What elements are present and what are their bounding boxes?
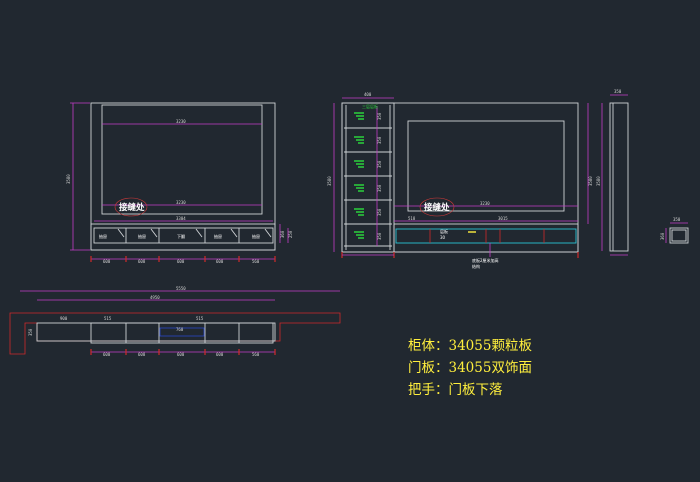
profile-dim-top-label: 350 [614,89,622,94]
plan-dim-seg: 608 [138,352,146,357]
front-drawer-label: 抽屉 [99,233,107,239]
front-dim-ticks [90,256,276,262]
front-dim-width-mid-label: 3230 [176,200,186,205]
front-drawer-label: 抽屉 [214,233,222,239]
front-dim-seg: 560 [252,259,260,264]
front-dim-right-label: 360 [280,230,285,238]
side-base [393,223,579,253]
side-shelf-dim: 350 [377,184,382,192]
side-shelf-dim: 350 [377,208,382,216]
side-seam-callout: 接缝处 [424,202,450,213]
plan-center-box [159,327,205,337]
plan-dim-top-seg: 515 [104,316,112,321]
tiny-dim-top-label: 350 [673,217,681,222]
tiny-view: 350 360 [660,217,689,244]
front-base [90,223,276,251]
front-dim-seg: 600 [216,259,224,264]
side-shelf-dim: 350 [377,232,382,240]
front-dim-height-label: 3580 [66,174,71,184]
side-mid-label: 层板 [440,228,448,234]
plan-dim-outer-label: 5550 [176,286,186,291]
front-dim-seg: 608 [138,259,146,264]
note-cabinet-body: 柜体：34055颗粒板 [408,338,532,354]
plan-dim-left: 900 [60,316,68,321]
plan-view: 5550 4950 900 515 760 515 350 600 608 60… [9,286,341,357]
front-drawer-label: 抽屉 [252,233,260,239]
front-view: 抽屉 抽屉 下翻 抽屉 抽屉 3230 3230 3304 3580 360 2… [66,102,293,264]
tiny-outer [669,227,689,244]
side-shelf-dim: 350 [377,160,382,168]
side-bottom-note-2: 结构 [472,263,480,269]
front-dim-seg: 600 [177,259,185,264]
front-drawer-label: 下翻 [177,233,185,239]
front-dim-width-base-label: 3304 [176,216,186,221]
material-notes: 柜体：34055颗粒板 门板：34055双饰面 把手：门板下落 [408,338,532,398]
side-dim-right-label: 3580 [588,176,593,186]
side-bottom-note-1: 底板2厘米加高 [472,257,499,263]
plan-compartment-dividers [125,323,240,343]
front-dim-right-label: 250 [288,230,293,238]
plan-dim-seg: 600 [177,352,185,357]
tiny-dim-side-label: 360 [660,232,665,240]
plan-dim-seg: 600 [103,352,111,357]
front-seam-callout: 接缝处 [119,202,145,213]
side-dim-height-label: 3580 [327,176,332,186]
side-base-accents [429,229,545,243]
plan-dim-ticks [90,349,276,355]
side-shelf-dim: 350 [377,136,382,144]
profile-view: 350 3580 [596,89,629,256]
side-shelves [344,105,392,250]
plan-dim-depth: 350 [28,328,33,336]
side-view: 350 350 350 350 350 350 400 三层层板 3580 32… [327,92,593,269]
plan-dim-inner-label: 4950 [150,295,160,300]
front-tv-panel [101,104,263,215]
side-tv-panel [407,120,565,212]
front-drawer-label: 抽屉 [138,233,146,239]
profile-outer [609,102,629,252]
front-seam-callout-ring [114,197,148,217]
side-tall-unit [341,102,395,253]
side-seam-callout-ring [419,197,455,217]
plan-dim-seg: 560 [252,352,260,357]
front-dim-width-top-label: 3230 [176,119,186,124]
tiny-inner [671,229,687,242]
plan-dim-seg: 600 [216,352,224,357]
plan-compartments [90,322,274,344]
note-handle: 把手：门板下落 [408,382,503,398]
side-dim-base-left: 518 [408,216,416,221]
front-drawer-row [93,227,274,244]
side-dim-width-label: 3230 [480,201,490,206]
front-drawer-handles [117,228,272,238]
side-dim-base-mid: 3015 [498,216,508,221]
front-dim-seg: 600 [103,259,111,264]
side-top-label: 三层层板 [362,103,378,109]
side-mid-value: 30 [440,235,446,240]
side-shelf-markers [354,112,364,239]
note-door-panel: 门板：34055双饰面 [408,360,532,376]
plan-dim-right-seg: 515 [196,316,204,321]
plan-dim-mid: 760 [176,327,184,332]
side-dim-top-label: 400 [364,92,372,97]
profile-dim-height-label: 3580 [596,176,601,186]
side-shelf-dim: 350 [377,112,382,120]
